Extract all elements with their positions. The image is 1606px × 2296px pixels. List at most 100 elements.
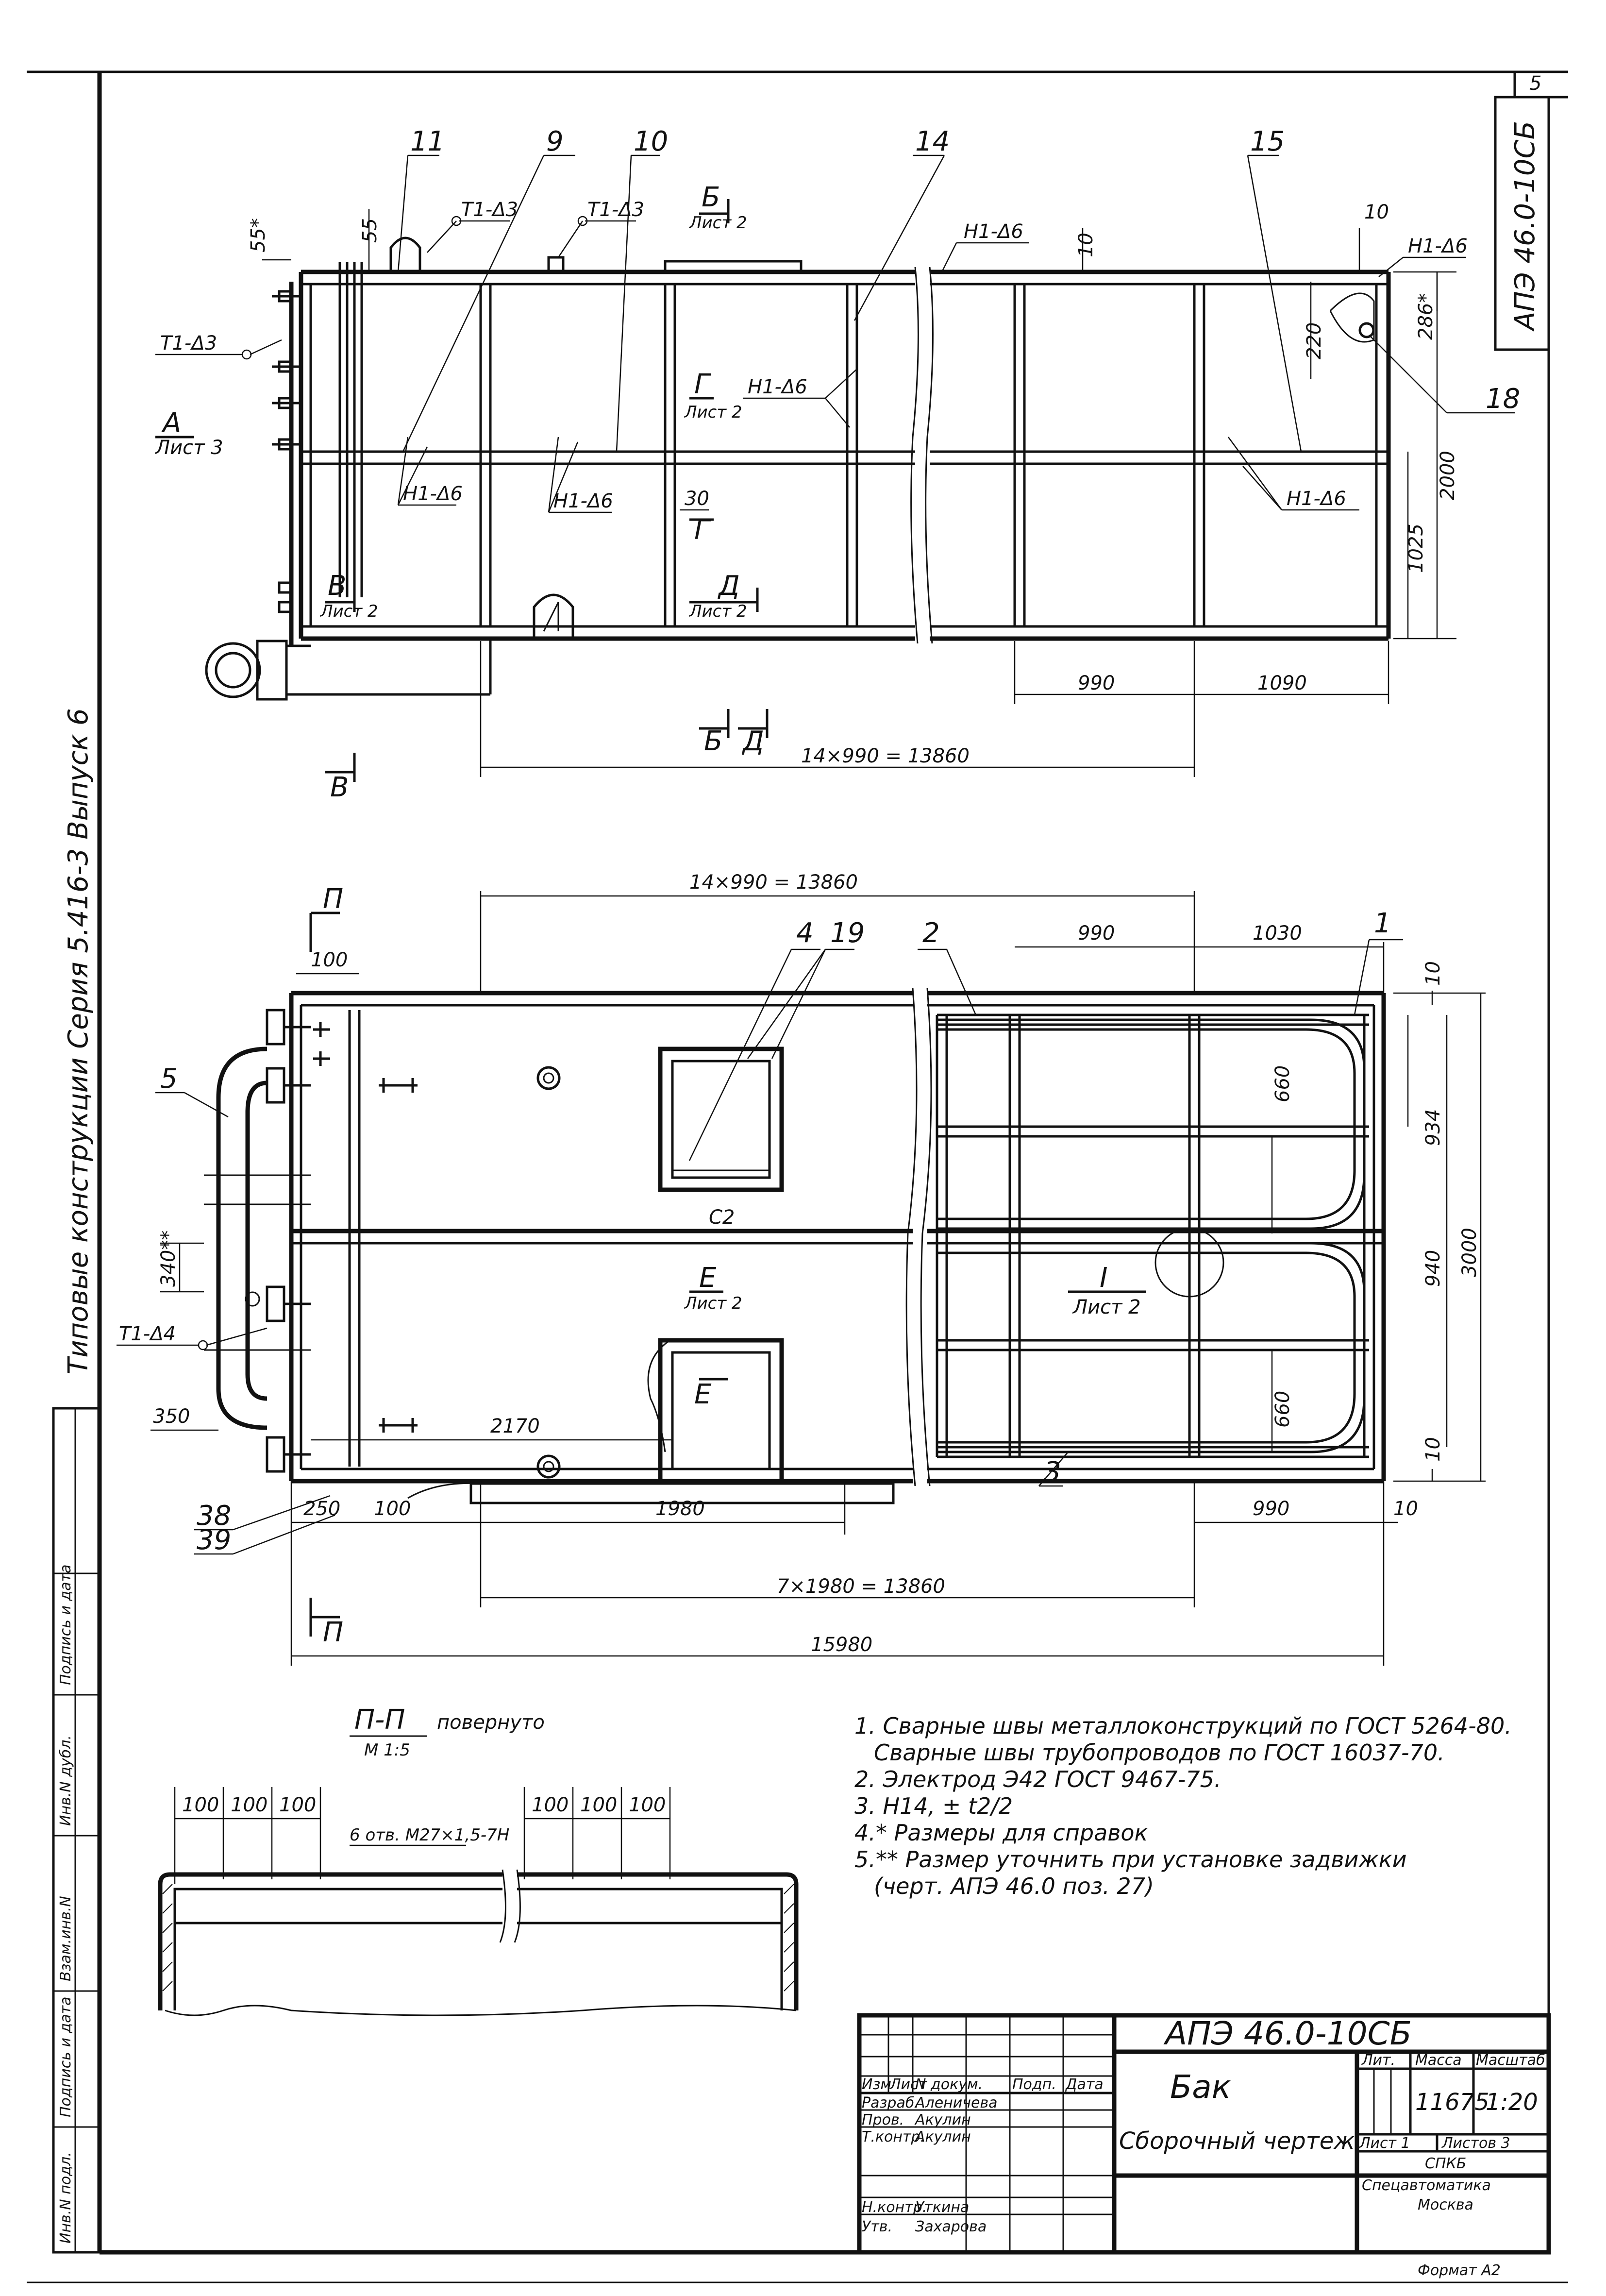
tb-sheets: Листов 3 [1441,2135,1510,2152]
dim-plan-350: 350 [153,1405,190,1428]
dim-14x990: 14×990 = 13860 [801,745,970,767]
section-e2-label: Е [694,1379,712,1410]
dim-plan-10-bot: 10 [1422,1437,1444,1462]
strip-label-3: Инв.N дубл. [57,1735,74,1826]
tb-designation: АПЭ 46.0-10СБ [1163,2015,1412,2052]
node-i-sheet: Лист 2 [1072,1296,1141,1318]
plan-view-annotations: 14×990 = 13860 990 1030 100 10 660 934 9… [117,871,1486,1666]
dim-plan-940: 940 [1422,1250,1444,1287]
dim-220: 220 [1303,322,1325,359]
dim-plan-10b: 10 [1393,1498,1418,1520]
tb-org-1: СПКБ [1425,2155,1466,2172]
section-d-label: Д [717,570,740,602]
section-g-label: Г [694,369,711,400]
strip-label-1: Подпись и дата [57,1997,74,2118]
tb-head-podp: Подп. [1012,2076,1056,2093]
tb-name-2: Акулин [914,2128,971,2145]
title-block: Изм Лист N докум. Подп. Дата Разраб. Але… [857,2013,1551,2279]
strip-label-2: Взам.инв.N [57,1896,74,1981]
pos-14: 14 [915,126,950,157]
note-5: 5.** Размер уточнить при установке задви… [854,1846,1406,1873]
dim-30: 30 [685,488,709,510]
pos-9: 9 [546,126,564,157]
dim-1090: 1090 [1257,672,1307,694]
note-1b: Сварные швы трубопроводов по ГОСТ 16037-… [874,1739,1445,1766]
dim-plan-10-top: 10 [1422,961,1444,986]
pos-2: 2 [922,917,940,949]
dim-plan-2170: 2170 [490,1415,540,1437]
dim-plan-7x1980: 7×1980 = 13860 [777,1575,945,1598]
note-5b: (черт. АПЭ 46.0 поз. 27) [874,1873,1154,1899]
dim-2000: 2000 [1437,451,1459,500]
weld-h1-d6-c: Н1-Δ6 [748,376,807,398]
tb-org-3: Москва [1418,2196,1473,2213]
section-d2-label: Д [741,726,764,757]
tb-role-3: Н.контр. [862,2199,927,2216]
pos-19: 19 [830,917,865,949]
section-b-label: Б [702,182,720,213]
note-2: 2. Электрод Э42 ГОСТ 9467-75. [854,1766,1221,1792]
weld-h1-d6-d: Н1-Δ6 [1287,488,1346,510]
section-d-sheet: Лист 2 [688,602,747,621]
note-1: 1. Сварные швы металлоконструкций по ГОС… [854,1713,1512,1739]
dim-286: 286* [1415,293,1437,340]
tb-name: Бак [1170,2068,1231,2106]
pos-5: 5 [160,1063,178,1095]
pp-dim-1: 100 [231,1794,268,1816]
tb-name-1: Акулин [914,2111,971,2128]
strip-label-4: Подпись и дата [57,1565,74,1686]
tb-lit-label: Лит. [1361,2052,1395,2069]
pp-dim-5: 100 [629,1794,666,1816]
tb-masshtab-label: Масштаб [1476,2052,1545,2069]
section-pp-scale: М 1:5 [364,1740,410,1760]
tb-massa: 11675 [1415,2089,1489,2116]
section-pp: П-П повернуто М 1:5 100 100 100 100 100 … [158,1704,799,2016]
front-elevation-view [205,236,1391,701]
pp-dim-4: 100 [580,1794,617,1816]
tb-role-0: Разраб. [862,2094,919,2111]
pos-4: 4 [796,917,814,949]
section-pp-rotated: повернуто [437,1711,545,1734]
tb-format: Формат А2 [1418,2262,1501,2279]
section-a-sheet: Лист 3 [154,437,223,459]
section-e-sheet: Лист 2 [684,1294,742,1313]
note-3: 3. Н14, ± t2/2 [854,1793,1013,1819]
side-designation: АПЭ 46.0-10СБ [1509,121,1541,332]
dim-plan-14x990: 14×990 = 13860 [689,871,858,894]
dim-plan-660b: 660 [1271,1391,1294,1428]
section-v2-label: В [330,772,349,803]
dim-plan-934: 934 [1422,1109,1444,1146]
weld-t1-d4: Т1-Δ4 [119,1323,176,1345]
section-v-sheet: Лист 2 [319,602,378,621]
tb-name-3: Уткина [915,2199,969,2216]
tb-name-4: Захарова [915,2218,987,2235]
section-b-sheet: Лист 2 [688,213,747,233]
dim-plan-250: 250 [303,1498,340,1520]
tb-head-ndoc: N докум. [915,2076,983,2093]
pp-dim-0: 100 [182,1794,219,1816]
weld-h1-d6-e: Н1-Δ6 [403,483,463,505]
weld-t1-d3-b: Т1-Δ3 [587,199,644,221]
section-g2-label: Г [694,514,711,546]
pos-3: 3 [1044,1456,1061,1488]
pos-11: 11 [410,126,445,157]
tb-org-2: Спецавтоматика [1362,2177,1491,2194]
pp-holes: 6 отв. М27×1,5-7Н [350,1825,509,1845]
pos-10: 10 [634,126,668,157]
mark-c2: С2 [709,1206,735,1229]
dim-plan-15980: 15980 [811,1634,872,1656]
left-stamp-strip: Инв.N подл. Подпись и дата Взам.инв.N Ин… [52,1407,101,2254]
dim-plan-3000: 3000 [1458,1228,1481,1277]
dim-1025: 1025 [1405,523,1427,573]
section-pp-title: П-П [354,1704,405,1736]
tb-doc-type: Сборочный чертеж [1119,2127,1355,2155]
pos-38: 38 [197,1500,231,1532]
section-v-label: В [328,570,346,602]
side-series-text: Типовые конструкции Серия 5.416-3 Выпуск… [63,708,94,1374]
dim-10a: 10 [1075,233,1097,257]
weld-t1-d3-a: Т1-Δ3 [461,199,518,221]
technical-notes: 1. Сварные швы металлоконструкций по ГОС… [854,1713,1512,1899]
section-p-bot: П [323,1617,343,1648]
